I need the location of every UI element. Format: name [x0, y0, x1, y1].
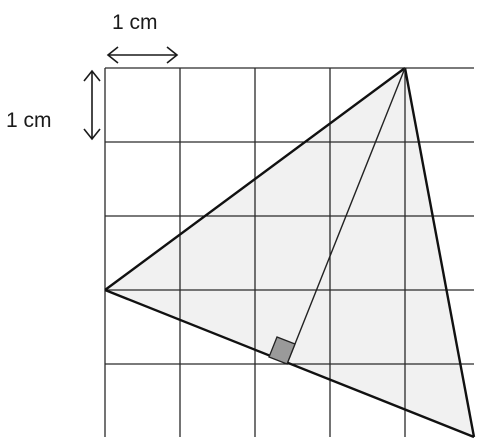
triangle-shading [105, 68, 474, 437]
side-bc [403, 67, 476, 438]
side-ab [104, 67, 406, 291]
width-label: 1 cm [112, 11, 158, 34]
right-angle-marker [268, 336, 296, 365]
triangle [104, 67, 476, 439]
height-label: 1 cm [6, 109, 52, 132]
side-ac [104, 288, 475, 439]
grid [104, 67, 474, 437]
height-scale-arrow [83, 69, 101, 141]
width-scale-arrow [106, 46, 179, 64]
altitude-line [286, 67, 406, 365]
